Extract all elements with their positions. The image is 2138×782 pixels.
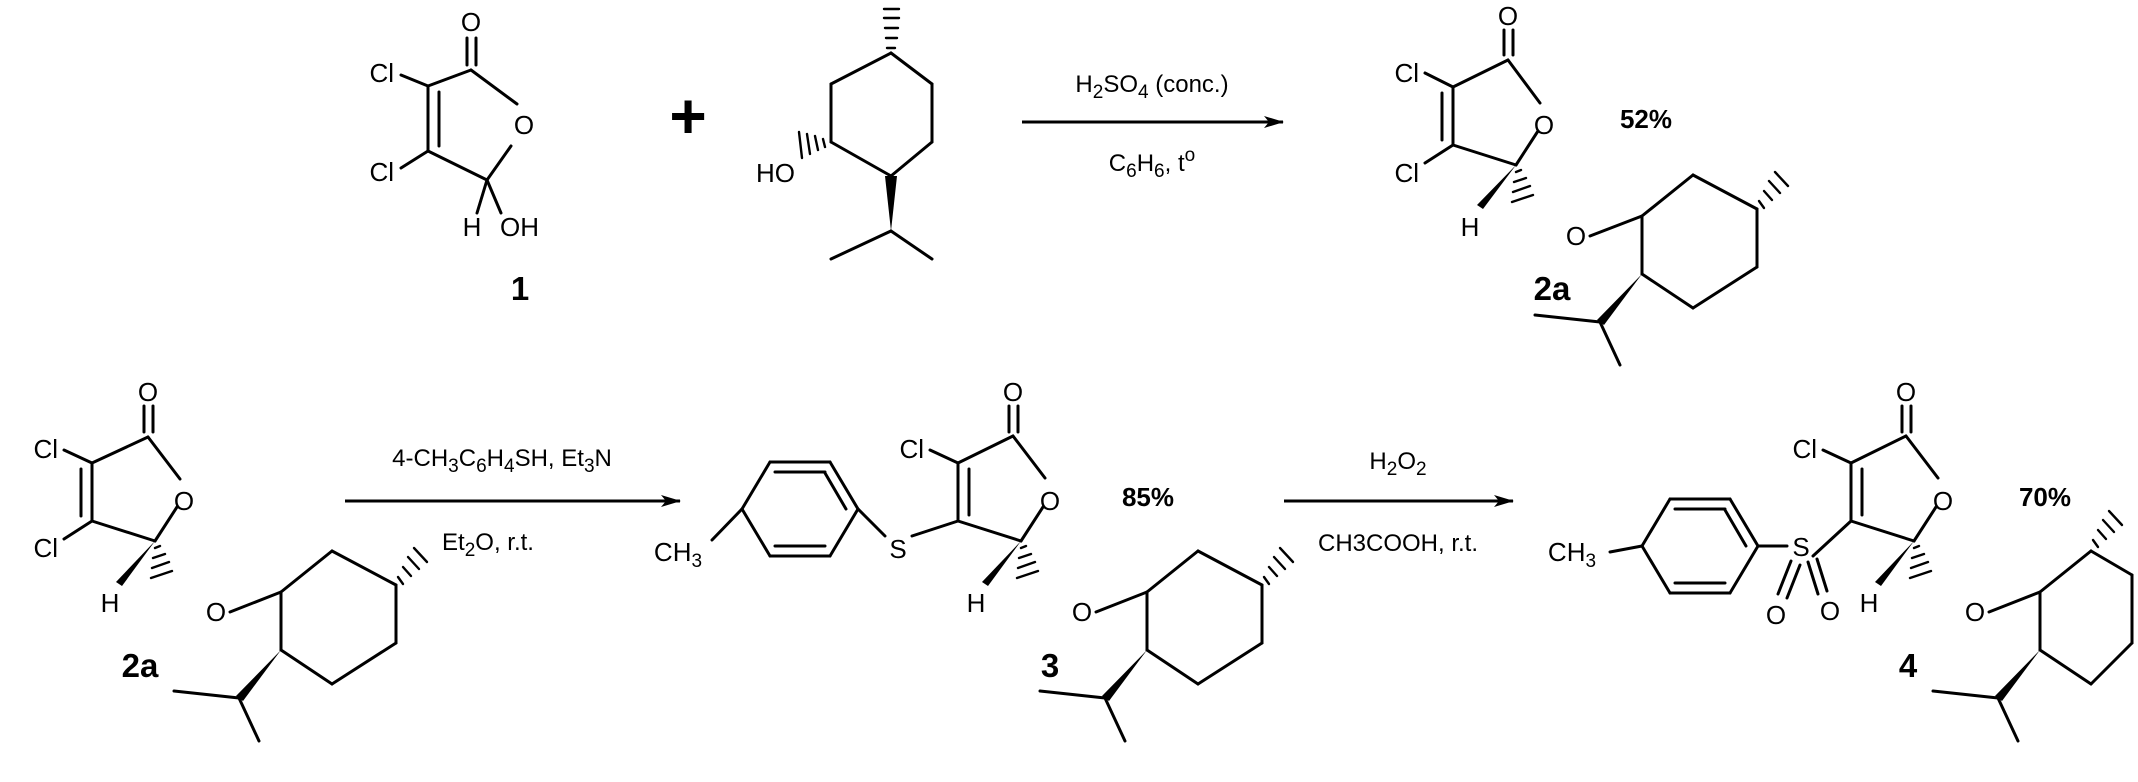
chlorine-1b: Cl bbox=[369, 157, 394, 187]
ring-oxygen-2a-bottom: O bbox=[174, 486, 194, 516]
ring-oxygen-2a-top: O bbox=[1534, 110, 1554, 140]
compound-2a-top-structure bbox=[1423, 28, 1790, 367]
reaction-2-conditions: Et2O, r.t. bbox=[442, 529, 534, 561]
hashed-bond-3 bbox=[1015, 544, 1040, 580]
hashed-bond-2a-top bbox=[1510, 168, 1535, 204]
ring-oxygen-3: O bbox=[1040, 486, 1060, 516]
ether-oxygen-3: O bbox=[1072, 597, 1092, 627]
hydroxyl-1: OH bbox=[500, 212, 539, 242]
ring-oxygen-4: O bbox=[1933, 486, 1953, 516]
compound-label-2a-top: 2a bbox=[1534, 270, 1571, 307]
compound-1-structure bbox=[399, 36, 519, 215]
reaction-1-conditions: C6H6, to bbox=[1109, 145, 1195, 182]
sulfur-3: S bbox=[889, 534, 906, 564]
yield-4: 70% bbox=[2019, 482, 2071, 512]
carbonyl-oxygen-4: O bbox=[1896, 377, 1916, 407]
carbonyl-oxygen-3: O bbox=[1003, 377, 1023, 407]
sulfur-4: S bbox=[1792, 532, 1809, 562]
plus-sign: + bbox=[669, 80, 706, 152]
hydrogen-1: H bbox=[463, 212, 482, 242]
carbonyl-oxygen-1: O bbox=[461, 7, 481, 37]
chlorine-2a-bottom-a: Cl bbox=[33, 434, 58, 464]
ether-oxygen-2a-bottom: O bbox=[206, 597, 226, 627]
compound-label-2a-bottom: 2a bbox=[122, 647, 159, 684]
reaction-1-reagent: H2SO4 (conc.) bbox=[1075, 71, 1228, 103]
ether-oxygen-2a-top: O bbox=[1566, 221, 1586, 251]
hydrogen-2a-top: H bbox=[1461, 212, 1480, 242]
chlorine-2a-top-a: Cl bbox=[1394, 58, 1419, 88]
hashed-bond-2a-bottom bbox=[149, 544, 174, 580]
chlorine-2a-top-b: Cl bbox=[1394, 158, 1419, 188]
hydrogen-2a-bottom: H bbox=[101, 588, 120, 618]
hashed-bond-hydroxyl bbox=[797, 130, 827, 160]
methyl-3: CH3 bbox=[654, 537, 702, 572]
hashed-bond-3-methyl bbox=[1262, 546, 1295, 586]
hashed-bond-methyl bbox=[882, 7, 901, 50]
reaction-2-reagent: 4-CH3C6H4SH, Et3N bbox=[392, 445, 612, 477]
hashed-bond-4 bbox=[1908, 544, 1933, 580]
compound-2a-bottom-structure bbox=[62, 404, 429, 743]
compound-4-structure bbox=[1608, 404, 2134, 743]
hydroxyl-menthol: HO bbox=[756, 158, 795, 188]
reaction-3-reagent: H2O2 bbox=[1369, 448, 1426, 480]
carbonyl-oxygen-2a-bottom: O bbox=[138, 377, 158, 407]
hashed-bond-4-methyl bbox=[2091, 509, 2124, 549]
compound-label-4: 4 bbox=[1899, 647, 1918, 684]
hashed-bond-2a-top-methyl bbox=[1757, 170, 1790, 210]
menthol-structure bbox=[797, 7, 934, 261]
sulfonyl-oxygen-4a: O bbox=[1766, 600, 1786, 630]
ring-oxygen-1: O bbox=[514, 110, 534, 140]
hydrogen-3: H bbox=[967, 588, 986, 618]
compound-label-1: 1 bbox=[511, 270, 529, 307]
compound-label-3: 3 bbox=[1041, 647, 1059, 684]
chlorine-4: Cl bbox=[1792, 434, 1817, 464]
carbonyl-oxygen-2a-top: O bbox=[1498, 1, 1518, 31]
sulfonyl-oxygen-4b: O bbox=[1820, 596, 1840, 626]
reaction-3-conditions: CH3COOH, r.t. bbox=[1318, 530, 1478, 557]
hashed-bond-2a-bottom-methyl bbox=[396, 546, 429, 586]
ether-oxygen-4: O bbox=[1965, 597, 1985, 627]
hydrogen-4: H bbox=[1860, 588, 1879, 618]
compound-3-structure bbox=[710, 404, 1295, 743]
methyl-4: CH3 bbox=[1548, 537, 1596, 572]
chlorine-3: Cl bbox=[899, 434, 924, 464]
chlorine-1a: Cl bbox=[369, 58, 394, 88]
yield-2a: 52% bbox=[1620, 104, 1672, 134]
yield-3: 85% bbox=[1122, 482, 1174, 512]
chlorine-2a-bottom-b: Cl bbox=[33, 533, 58, 563]
